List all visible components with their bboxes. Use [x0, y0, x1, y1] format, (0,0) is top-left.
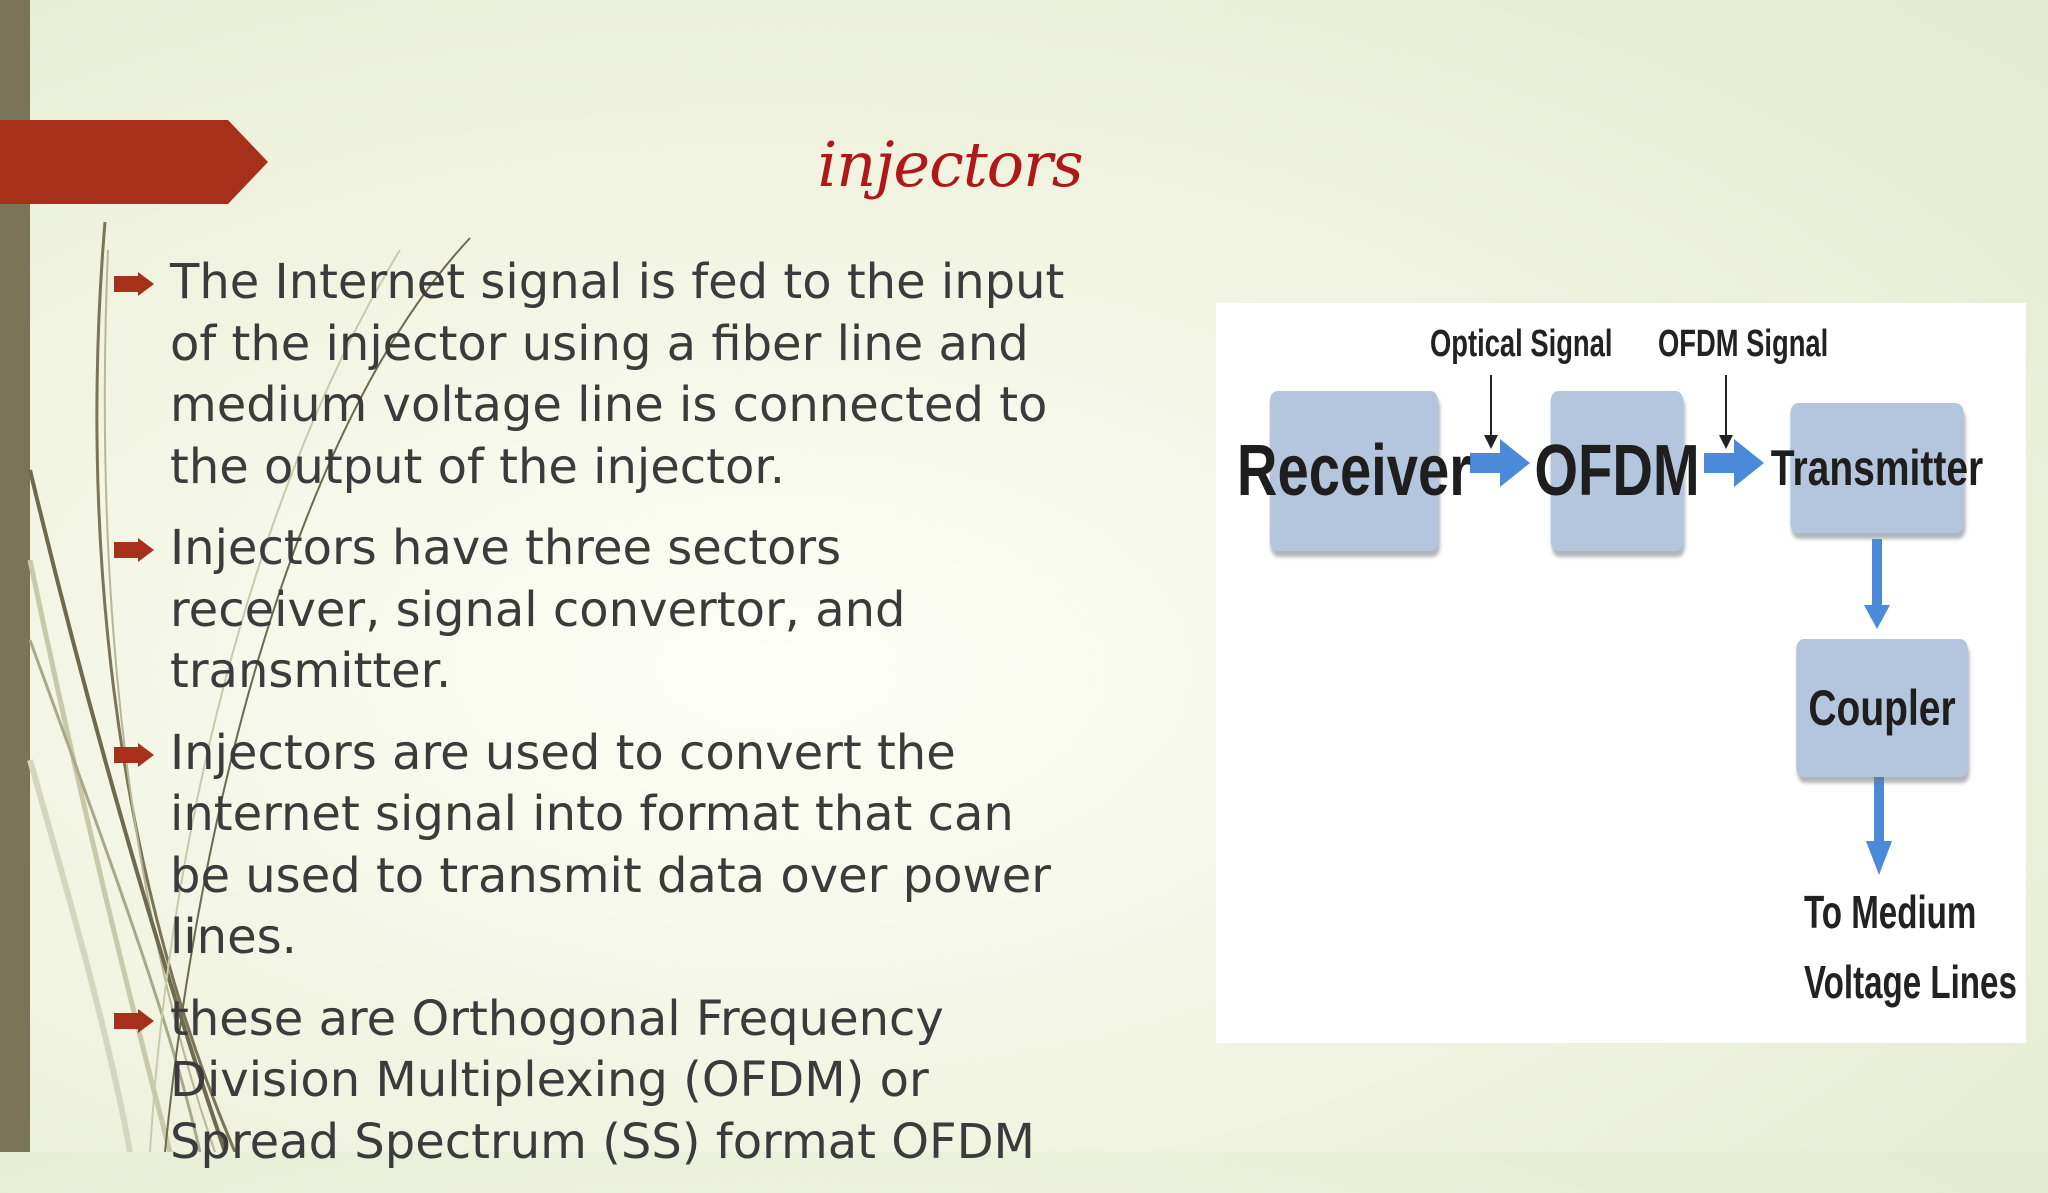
receiver-label: Receiver [1236, 431, 1472, 511]
diagram-arrows [1470, 375, 1892, 875]
arrow-bullet-icon [114, 1008, 154, 1033]
arrow-coupler-to-lines-icon [1866, 775, 1892, 875]
bullet-text: Injectors are used to convert the intern… [170, 724, 1051, 966]
ofdm-block: OFDM [1534, 391, 1700, 551]
bullet-text: Injectors have three sectors receiver, s… [170, 520, 906, 699]
coupler-label: Coupler [1808, 680, 1956, 736]
arrow-transmitter-to-coupler-icon [1864, 539, 1890, 629]
arrow-ofdm-to-transmitter-icon [1704, 439, 1764, 487]
transmitter-label: Transmitter [1770, 440, 1984, 496]
arrow-bullet-icon [114, 538, 154, 562]
bullet-list: The Internet signal is fed to the input … [112, 252, 1192, 1193]
bullet-text: these are Orthogonal Frequency Division … [170, 990, 1035, 1170]
bullet-item: The Internet signal is fed to the input … [112, 252, 1192, 498]
injector-block-diagram: Optical Signal OFDM Signal Receiver OFDM… [1216, 303, 2026, 1043]
bullet-item: these are Orthogonal Frequency Division … [112, 989, 1192, 1174]
arrow-receiver-to-ofdm-icon [1470, 439, 1530, 487]
to-medium-label: To Medium [1804, 886, 1977, 938]
transmitter-block: Transmitter [1771, 403, 1983, 533]
bullet-text: The Internet signal is fed to the input … [170, 254, 1065, 495]
receiver-block: Receiver [1237, 391, 1471, 551]
bullet-item: Injectors are used to convert the intern… [112, 723, 1192, 969]
optical-signal-label: Optical Signal [1430, 323, 1613, 365]
bullet-item: Injectors have three sectors receiver, s… [112, 518, 1192, 703]
arrow-bullet-icon [114, 742, 154, 767]
voltage-lines-label: Voltage Lines [1804, 956, 2017, 1008]
coupler-block: Coupler [1796, 639, 1968, 777]
slide-title: injectors [817, 128, 1083, 201]
ofdm-signal-label: OFDM Signal [1658, 323, 1829, 365]
title-accent-banner [0, 120, 268, 204]
ofdm-label: OFDM [1534, 431, 1700, 511]
arrow-bullet-icon [114, 272, 154, 296]
